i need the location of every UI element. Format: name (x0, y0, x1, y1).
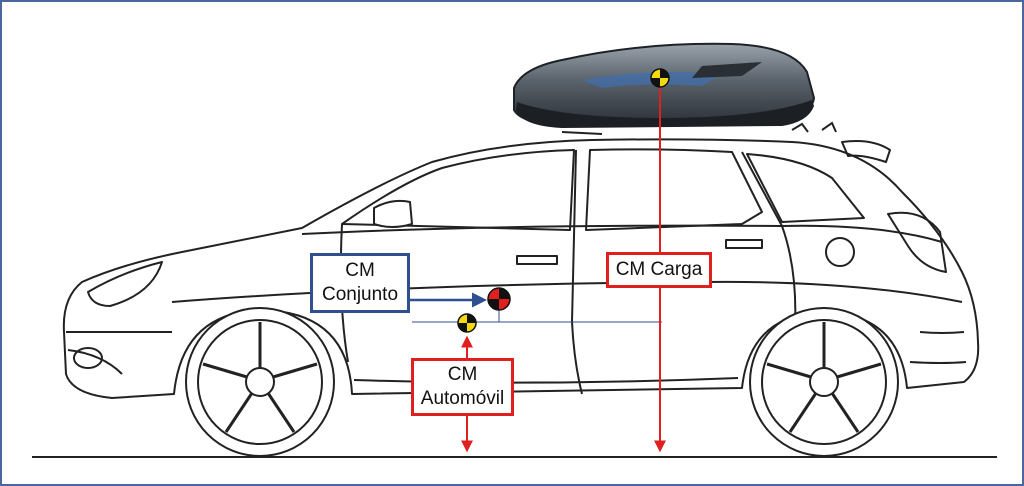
front-wheel-icon (185, 307, 335, 457)
cm-automovil-label-line1: CM (447, 364, 478, 385)
cm-carga-marker-icon (650, 68, 670, 88)
cm-conjunto-label-line2: Conjunto (321, 284, 399, 305)
cm-automovil-marker-icon (457, 313, 477, 333)
cm-carga-label: CM Carga (606, 252, 712, 288)
rear-wheel-icon (749, 307, 899, 457)
cm-automovil-label: CM Automóvil (411, 358, 514, 416)
cm-carga-label-text: CM Carga (615, 259, 703, 280)
hatchback-car-icon (62, 138, 980, 399)
roof-rack (561, 121, 837, 135)
cm-conjunto-label-line1: CM (345, 260, 375, 281)
cm-automovil-label-line2: Automóvil (420, 388, 505, 409)
cm-conjunto-label: CM Conjunto (310, 253, 410, 313)
cm-conjunto-marker-icon (487, 287, 511, 311)
